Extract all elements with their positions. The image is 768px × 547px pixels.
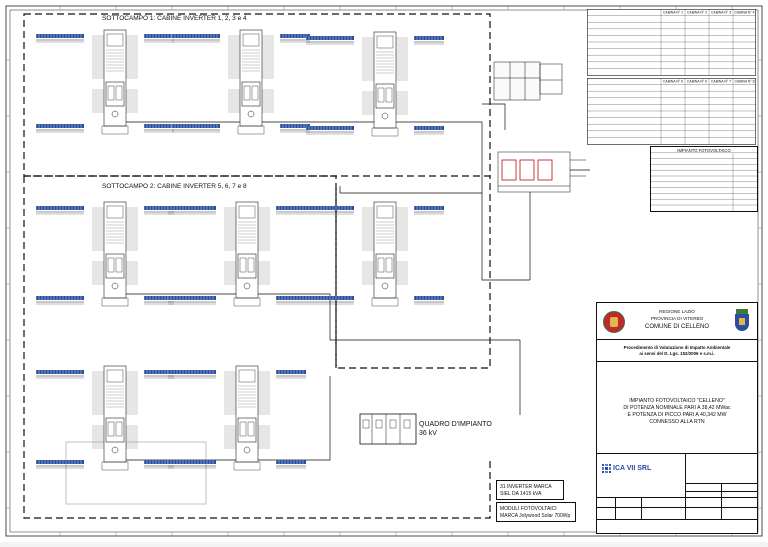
connection-detail-upper — [493, 61, 563, 101]
cabine-header: CABINA N° 3 — [711, 11, 731, 15]
quadro-title-line2: 36 kV — [419, 430, 437, 437]
pv-string-array — [143, 34, 174, 43]
quadro-title-line1: QUADRO D'IMPIANTO — [419, 421, 492, 428]
cabine-header: CABINA N° 2 — [687, 11, 707, 15]
legend-inverter-line2: SIEL DA 1415 kVA — [500, 491, 542, 497]
pv-string-array — [167, 206, 216, 215]
pv-string-array — [275, 206, 306, 215]
substation-detail — [497, 151, 586, 193]
pv-string-array — [413, 126, 444, 135]
pv-string-array — [305, 126, 354, 135]
inverter-cabin — [305, 31, 444, 137]
cabine-header: CABINA N° 4 — [734, 11, 754, 15]
company-name: ICA VII SRL — [613, 465, 652, 472]
pv-string-array — [413, 296, 444, 305]
pv-string-array — [279, 124, 310, 133]
inverter-cabin — [171, 29, 310, 135]
province-label: PROVINCIA DI VITERBO — [650, 316, 704, 321]
pv-string-array — [275, 296, 306, 305]
inverter-cabin — [35, 201, 174, 307]
pv-string-array — [35, 206, 84, 215]
celleno-crest-icon — [733, 309, 751, 333]
cabine-header: CABINA N° 7 — [711, 80, 731, 84]
inverter-cabin — [305, 201, 444, 307]
project-line1: IMPIANTO FOTOVOLTAICO "CELLENO" — [629, 398, 725, 404]
cabine-header: CABINA N° 8 — [734, 80, 754, 84]
procedure-line1: Procedimento di Valutazione di Impatto A… — [623, 345, 731, 350]
project-line3: E POTENZA DI PICCO PARI A 40,342 MW — [627, 412, 727, 418]
sottocampo-2-title: SOTTOCAMPO 2: CABINE INVERTER 5, 6, 7 e … — [102, 183, 247, 190]
pv-string-array — [413, 206, 444, 215]
pv-string-array — [413, 36, 444, 45]
ica-logo-icon — [602, 464, 611, 473]
project-line2: DI POTENZA NOMINALE PARI A 38,42 MWac — [623, 405, 731, 411]
pv-string-array — [143, 124, 174, 133]
region-label: REGIONE LAZIO — [659, 309, 695, 314]
lazio-region-crest-icon — [603, 311, 625, 333]
pv-string-array — [171, 34, 220, 43]
quadro-impianto-panel — [359, 413, 417, 445]
pv-string-array — [305, 36, 354, 45]
pv-string-array — [275, 370, 306, 379]
pv-string-array — [35, 296, 84, 305]
impianto-table-header: IMPIANTO FOTOVOLTAICO — [677, 148, 731, 153]
inverter-cabin — [35, 365, 174, 471]
inverter-cabin — [167, 365, 306, 471]
pv-string-array — [35, 124, 84, 133]
legend-inverter-line1: 31 INVERTER MARCA — [500, 484, 552, 490]
pv-string-array — [35, 370, 84, 379]
cabine-header: CABINA N° 5 — [663, 80, 683, 84]
title-block: REGIONE LAZIO PROVINCIA DI VITERBO COMUN… — [596, 302, 758, 534]
cabine-header: CABINA N° 6 — [687, 80, 707, 84]
legend-modules: MODULI FOTOVOLTAICI MARCA Jolywood Solar… — [496, 502, 576, 522]
procedure-line2: ai sensi del D. Lgs. 152/2006 e s.m.i. — [639, 351, 715, 356]
cabine-header: CABINA N° 1 — [663, 11, 683, 15]
inverter-cabin — [167, 201, 306, 307]
pv-string-array — [279, 34, 310, 43]
pv-string-array — [35, 34, 84, 43]
sottocampo-1-title: SOTTOCAMPO 1: CABINE INVERTER 1, 2, 3 e … — [102, 15, 247, 22]
legend-modules-line2: MARCA Jolywood Solar 700Wp — [500, 513, 571, 519]
project-line4: CONNESSO ALLA RTN — [649, 419, 705, 425]
pv-string-array — [167, 296, 216, 305]
quadro-title: QUADRO D'IMPIANTO 36 kV — [419, 420, 492, 438]
pv-string-array — [167, 460, 216, 469]
pv-string-array — [305, 206, 354, 215]
pv-string-array — [275, 460, 306, 469]
pv-string-array — [305, 296, 354, 305]
pv-string-array — [171, 124, 220, 133]
pv-string-array — [35, 460, 84, 469]
sottocampo-2-boundary — [23, 176, 491, 519]
legend-inverter: 31 INVERTER MARCA SIEL DA 1415 kVA — [496, 480, 564, 500]
legend-modules-line1: MODULI FOTOVOLTAICI — [500, 506, 557, 512]
comune-label: COMUNE DI CELLENO — [644, 324, 709, 330]
impianto-table: IMPIANTO FOTOVOLTAICO — [650, 146, 758, 212]
pv-string-array — [167, 370, 216, 379]
inverter-cabin — [35, 29, 174, 135]
